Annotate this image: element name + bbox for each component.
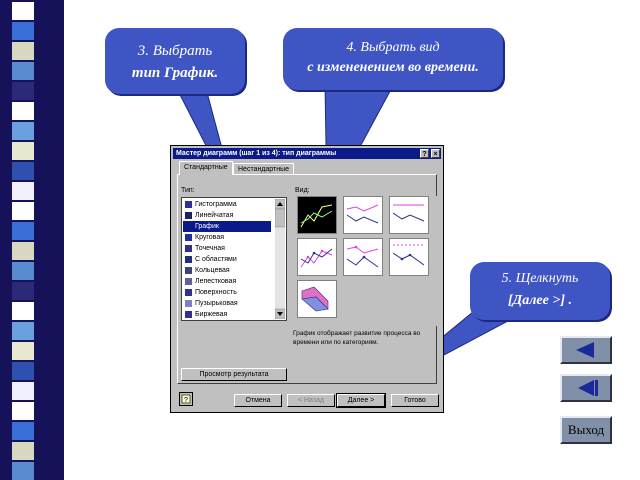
tab-standard[interactable]: Стандартные [179, 161, 233, 175]
type-list-scrollbar[interactable] [274, 198, 286, 320]
stripe-segment [12, 42, 34, 60]
back-button[interactable]: < Назад [287, 394, 335, 407]
stripe-segment [12, 442, 34, 460]
stripe-segment [12, 82, 34, 100]
chart-type-item[interactable]: Линейчатая [183, 210, 271, 221]
subtype-line-markers[interactable] [297, 238, 337, 276]
chart-type-icon [185, 201, 192, 208]
tab-custom[interactable]: Нестандартные [233, 163, 295, 175]
chart-type-label: Круговая [195, 234, 225, 241]
subtype-percent-markers[interactable] [389, 238, 429, 276]
stripe-segment [12, 262, 34, 280]
chart-subtype-grid [295, 196, 437, 326]
prev-slide-button[interactable] [560, 336, 612, 364]
stripe-segment [12, 382, 34, 400]
stripe-segment [12, 402, 34, 420]
callout-step5-line1: 5. Щелкнуть [501, 271, 579, 286]
next-button[interactable]: Далее > [336, 393, 386, 408]
chart-type-label: Лепестковая [195, 278, 237, 285]
preview-button[interactable]: Просмотр результата [181, 368, 287, 381]
first-slide-button[interactable] [560, 374, 612, 402]
callout-step3-line1: 3. Выбрать [137, 43, 213, 59]
exit-button[interactable]: Выход [560, 416, 612, 444]
stripe-segment [12, 462, 34, 480]
callout-step4-line2: с измененением во времени. [307, 60, 479, 75]
stripe-segment [12, 22, 34, 40]
callout-step4-line1: 4. Выбрать вид [346, 40, 440, 55]
chart-type-item[interactable]: Точечная [183, 243, 271, 254]
stripe-segment [12, 342, 34, 360]
help-button[interactable]: ? [420, 149, 429, 158]
chart-type-icon [185, 245, 192, 252]
callout-step4: 4. Выбрать вид с измененением во времени… [283, 28, 503, 90]
help-icon[interactable]: ? [179, 392, 193, 406]
chart-type-icon [185, 311, 192, 318]
stripe-segment [12, 242, 34, 260]
chart-type-label: Пузырьковая [195, 300, 238, 307]
chart-type-item[interactable]: Пузырьковая [183, 298, 271, 309]
chart-type-label: Линейчатая [195, 212, 234, 219]
subtype-percent-line[interactable] [389, 196, 429, 234]
stripe-segment [12, 182, 34, 200]
stripe-segment [12, 102, 34, 120]
chart-description: График отображает развитие процесса во в… [293, 330, 421, 346]
chart-type-label: Биржевая [195, 311, 228, 318]
subtype-stacked-markers[interactable] [343, 238, 383, 276]
stripe-segment [12, 142, 34, 160]
decorative-stripe [0, 0, 64, 480]
chart-type-item[interactable]: График [183, 221, 271, 232]
callout-step5: 5. Щелкнуть [Далее >] . [470, 262, 610, 320]
close-button[interactable]: × [431, 149, 440, 158]
stripe-segment [12, 422, 34, 440]
stripe-segment [12, 2, 34, 20]
stripe-segment [12, 302, 34, 320]
chart-type-icon [185, 289, 192, 296]
subtype-3d-line[interactable] [297, 280, 337, 318]
chart-type-icon [185, 256, 192, 263]
chart-wizard-dialog: Мастер диаграмм (шаг 1 из 4): тип диагра… [170, 145, 444, 413]
dialog-title-bar: Мастер диаграмм (шаг 1 из 4): тип диагра… [173, 148, 441, 159]
chart-type-icon [185, 212, 192, 219]
chart-type-item[interactable]: Кольцевая [183, 265, 271, 276]
stripe-segment [12, 122, 34, 140]
chart-type-icon [185, 234, 192, 241]
chart-type-item[interactable]: Лепестковая [183, 276, 271, 287]
callout-step3-line2: тип График. [131, 65, 219, 81]
chart-type-item[interactable]: Круговая [183, 232, 271, 243]
svg-text:?: ? [184, 397, 188, 404]
view-label: Вид: [295, 187, 310, 194]
subtype-stacked-line[interactable] [343, 196, 383, 234]
chart-type-item[interactable]: Биржевая [183, 309, 271, 320]
stripe-segment [12, 222, 34, 240]
stripe-segment [12, 362, 34, 380]
callout-step3: 3. Выбрать тип График. [105, 28, 245, 94]
finish-button[interactable]: Готово [391, 394, 439, 407]
callout-step5-line2: [Далее >] . [508, 293, 572, 308]
chart-type-icon [185, 223, 192, 230]
stripe-segment [12, 322, 34, 340]
stripe-segment [12, 282, 34, 300]
stripe-segment [12, 62, 34, 80]
skip-to-start-icon [578, 380, 598, 396]
chart-type-item[interactable]: Поверхность [183, 287, 271, 298]
dialog-title: Мастер диаграмм (шаг 1 из 4): тип диагра… [176, 150, 337, 157]
stripe-segment [12, 162, 34, 180]
chart-type-icon [185, 278, 192, 285]
chart-type-item[interactable]: Гистограмма [183, 199, 271, 210]
chart-type-label: График [195, 223, 219, 230]
chart-type-label: Гистограмма [195, 201, 237, 208]
cancel-button[interactable]: Отмена [234, 394, 282, 407]
chart-type-icon [185, 300, 192, 307]
chart-type-label: Кольцевая [195, 267, 230, 274]
chart-type-label: Точечная [195, 245, 225, 252]
stripe-segment [12, 202, 34, 220]
subtype-line-selected[interactable] [297, 196, 337, 234]
triangle-left-icon [576, 342, 594, 358]
type-label: Тип: [181, 187, 195, 194]
chart-type-icon [185, 267, 192, 274]
chart-type-item[interactable]: С областями [183, 254, 271, 265]
chart-type-label: Поверхность [195, 289, 237, 296]
chart-type-label: С областями [195, 256, 237, 263]
